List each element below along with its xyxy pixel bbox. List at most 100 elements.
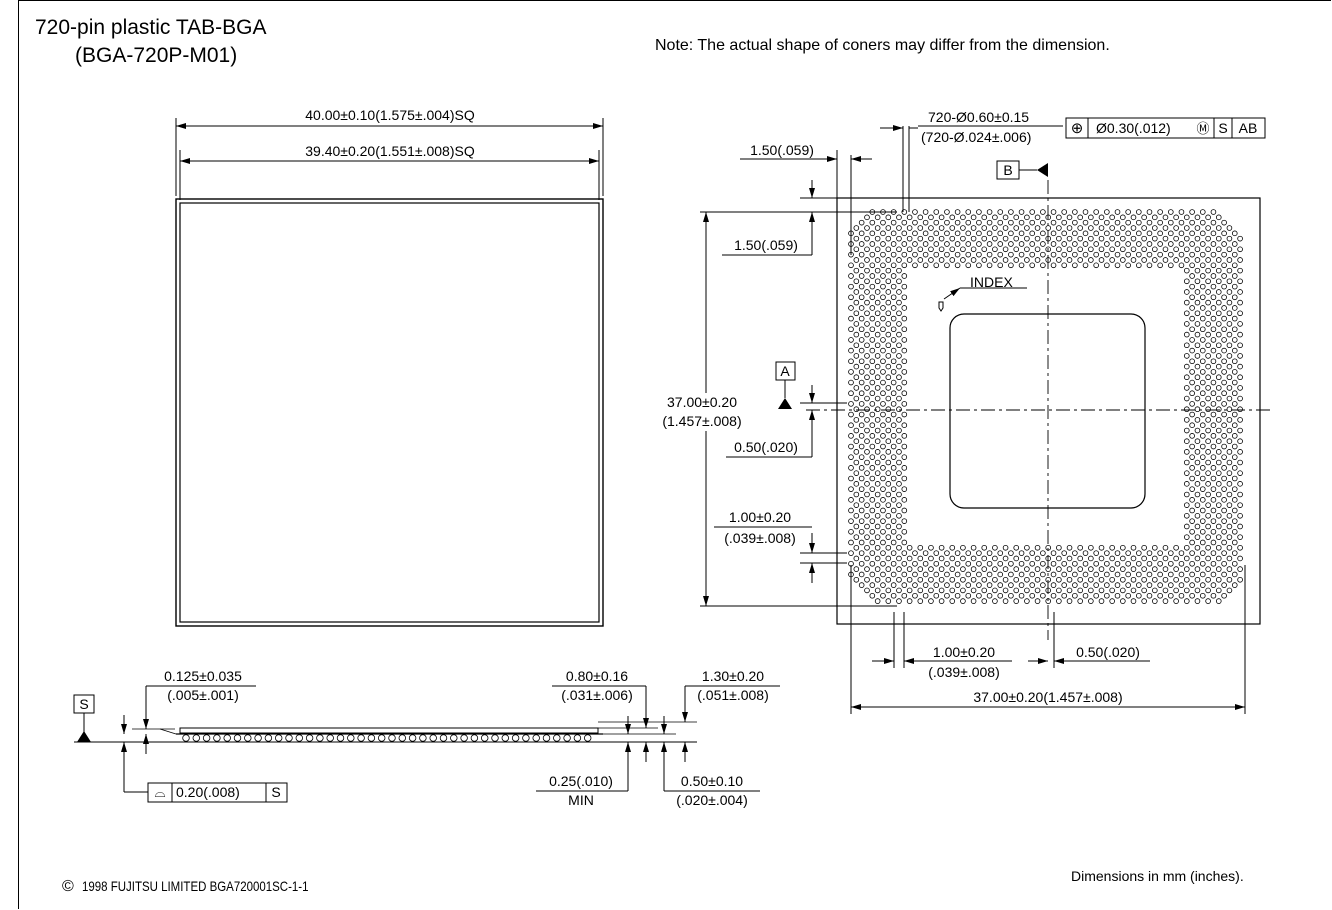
solder-ball	[1221, 560, 1227, 567]
solder-ball	[1109, 246, 1115, 253]
solder-ball	[1040, 571, 1046, 578]
solder-ball	[1098, 214, 1105, 221]
solder-ball	[890, 592, 897, 599]
solder-ball	[1066, 598, 1073, 604]
solder-ball	[896, 278, 902, 285]
solder-ball	[896, 331, 902, 338]
solder-ball	[869, 347, 876, 354]
solder-ball	[1146, 560, 1153, 567]
solder-ball	[874, 353, 881, 359]
solder-ball	[981, 235, 988, 242]
solder-ball	[869, 539, 876, 546]
solder-ball	[885, 235, 892, 242]
solder-ball	[1215, 534, 1222, 540]
solder-ball	[864, 310, 870, 317]
solder-ball	[1183, 544, 1190, 551]
solder-ball	[869, 411, 876, 418]
solder-ball	[874, 331, 881, 338]
solder-ball	[1199, 390, 1206, 397]
solder-ball	[1024, 566, 1030, 572]
height-inch-label: (.031±.006)	[561, 687, 633, 703]
solder-ball	[848, 411, 854, 418]
solder-ball	[1136, 209, 1142, 215]
solder-ball	[1061, 550, 1067, 556]
solder-ball	[880, 315, 886, 322]
solder-ball	[960, 235, 966, 242]
solder-ball	[869, 518, 876, 524]
solder-ball	[1215, 395, 1222, 402]
solder-ball	[890, 443, 897, 450]
solder-ball	[853, 257, 860, 263]
solder-ball	[1189, 528, 1195, 535]
solder-ball	[1162, 214, 1169, 221]
solder-ball	[901, 422, 908, 429]
solder-ball	[890, 433, 897, 439]
solder-ball	[1109, 587, 1115, 594]
solder-ball	[1061, 219, 1067, 226]
solder-ball	[890, 294, 897, 301]
solder-ball	[1002, 587, 1009, 594]
solder-ball	[1136, 230, 1142, 237]
solder-ball	[1210, 379, 1217, 386]
solder-ball	[1173, 598, 1179, 604]
solder-ball	[1237, 374, 1243, 381]
datum-a-triangle	[778, 398, 792, 409]
solder-ball	[885, 267, 892, 274]
solder-ball	[864, 289, 870, 295]
solder-ball	[1050, 241, 1057, 247]
solder-ball	[1104, 592, 1110, 599]
solder-ball	[1226, 491, 1233, 498]
solder-ball	[1152, 257, 1158, 263]
solder-ball	[1237, 555, 1243, 562]
solder-ball	[890, 518, 897, 524]
solder-ball	[906, 544, 913, 551]
solder-ball	[1093, 571, 1099, 578]
solder-ball	[1210, 209, 1217, 215]
solder-ball	[1189, 497, 1195, 503]
solder-ball	[1221, 358, 1227, 365]
solder-ball	[1231, 379, 1238, 386]
solder-ball	[853, 555, 860, 562]
solder-ball	[858, 401, 865, 407]
solder-ball	[896, 299, 902, 306]
solder-ball	[1210, 411, 1217, 418]
solder-ball	[874, 555, 881, 562]
solder-ball	[1221, 273, 1227, 279]
solder-ball	[933, 262, 940, 269]
solder-ball	[1088, 544, 1094, 551]
solder-ball	[890, 582, 897, 588]
solder-ball	[1231, 262, 1238, 269]
solder-ball	[880, 592, 886, 599]
solder-ball	[1189, 230, 1195, 237]
solder-ball	[848, 433, 854, 439]
solder-ball	[1199, 305, 1206, 311]
solder-ball	[1029, 560, 1036, 567]
solder-ball	[853, 534, 860, 540]
solder-ball	[1183, 385, 1190, 391]
solder-ball	[1146, 241, 1153, 247]
solder-ball	[858, 560, 865, 567]
solder-ball	[954, 209, 961, 215]
side-solder-ball	[182, 734, 190, 742]
side-solder-ball	[429, 734, 437, 742]
solder-ball	[917, 225, 924, 231]
solder-ball	[922, 209, 929, 215]
solder-ball	[885, 534, 892, 540]
solder-ball	[1189, 379, 1195, 386]
ball-grid	[848, 209, 1243, 604]
solder-ball	[1231, 305, 1238, 311]
solder-ball	[1210, 369, 1217, 375]
solder-ball	[1183, 406, 1190, 413]
solder-ball	[1072, 230, 1078, 237]
solder-ball	[1237, 491, 1243, 498]
solder-ball	[1098, 598, 1105, 604]
solder-ball	[1072, 550, 1078, 556]
solder-ball	[1002, 257, 1009, 263]
solder-ball	[853, 321, 860, 327]
solder-ball	[954, 230, 961, 237]
solder-ball	[1183, 427, 1190, 434]
solder-ball	[1125, 571, 1131, 578]
solder-ball	[848, 465, 854, 471]
solder-ball	[1194, 427, 1201, 434]
solder-ball	[1237, 342, 1243, 349]
